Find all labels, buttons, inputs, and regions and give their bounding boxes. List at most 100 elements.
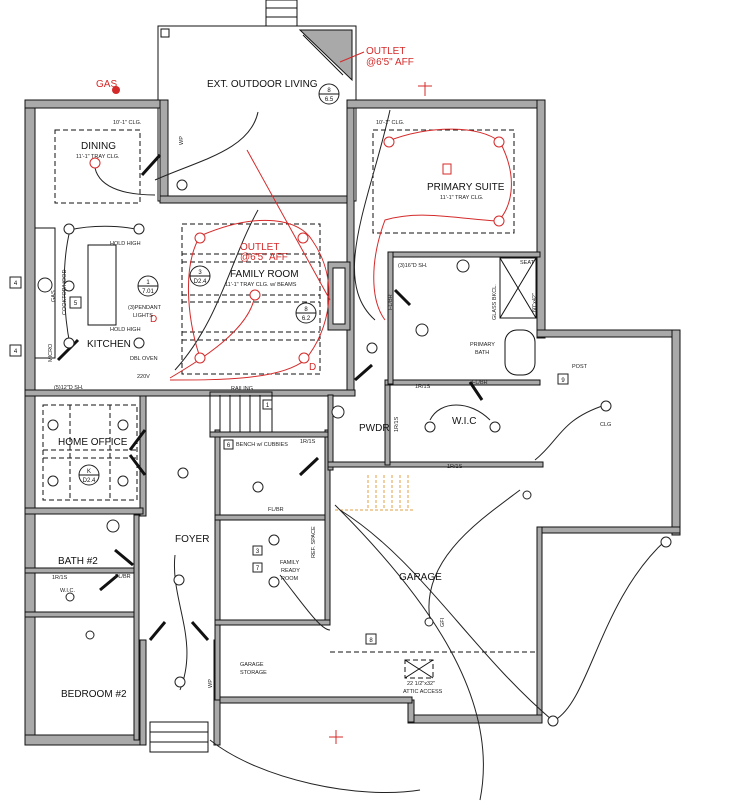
light-fixture — [47, 475, 59, 487]
keynote-tag: 9 — [561, 378, 565, 384]
room-label-kitchen: KITCHEN — [87, 339, 131, 350]
fl-br-label: FL/BR — [388, 294, 394, 310]
light-fixture — [297, 232, 309, 244]
rod-shelf-label: 1R/1S — [52, 575, 68, 581]
light-fixture — [547, 715, 559, 727]
light-fixture — [65, 592, 75, 602]
fl-br-label: FL/BR — [268, 507, 284, 513]
detail-tag-top: 8 — [304, 307, 308, 313]
note-label: HOLD HIGH — [110, 327, 141, 333]
fan-icon — [442, 163, 452, 175]
light-fixture — [89, 157, 101, 169]
front-steps — [149, 721, 209, 753]
light-fixture — [600, 400, 612, 412]
cooktop-label: COOKTOP/HOOD — [62, 270, 68, 315]
light-fixture — [383, 136, 395, 148]
light-fixture — [298, 352, 310, 364]
detail-tag: 1 7.01 — [137, 275, 159, 297]
detail-tag-top: 1 — [146, 280, 150, 286]
shower-size-label: 60"x42" — [532, 293, 538, 312]
note-label: HOLD HIGH — [110, 241, 141, 247]
light-fixture — [424, 617, 434, 627]
keynote-tag: 6 — [227, 443, 231, 449]
ceiling-note: 11'-1" TRAY CLG. — [76, 154, 120, 160]
garage-steps — [335, 475, 414, 511]
gas-label: GAS — [51, 290, 57, 302]
rear-steps — [265, 0, 298, 27]
crosshair-marker — [329, 730, 343, 744]
d-annotation: D — [309, 362, 316, 373]
doors — [56, 153, 484, 641]
light-fixture — [660, 536, 672, 548]
room-label-family-room: FAMILY ROOM — [230, 269, 299, 280]
rod-shelf-label: 1R/1S — [415, 384, 431, 390]
room-label-dining: DINING — [81, 141, 116, 152]
light-fixture — [133, 223, 145, 235]
light-fixture — [252, 481, 264, 493]
light-fixture — [133, 337, 145, 349]
light-fixtures — [37, 86, 672, 727]
rod-shelf-label: 1R/1S — [300, 439, 316, 445]
detail-tag-bottom: 7.01 — [142, 289, 154, 295]
light-fixture — [85, 630, 95, 640]
interior-stairs — [209, 391, 273, 433]
attic-access-label: ATTIC ACCESS — [403, 689, 443, 695]
detail-tag: 8 6.5 — [318, 83, 340, 105]
fl-br-label: FL/BR — [472, 380, 488, 386]
attic-access-size: 22 1/2"x32" — [407, 681, 435, 687]
keynote-tag: 8 — [369, 638, 373, 644]
detail-tags: 3 D2.4 1 7.01 8 6.2 K D2.4 8 6.5 — [78, 83, 340, 486]
fixture-labels: HOLD HIGH HOLD HIGH COOKTOP/HOOD GAS MIC… — [48, 136, 611, 688]
light-fixture — [176, 179, 188, 191]
clg-label: CLG — [600, 422, 611, 428]
shelves-label: (5)12"D SH. — [54, 385, 84, 391]
cooktop-icon — [37, 277, 53, 293]
room-labels: EXT. OUTDOOR LIVING DINING 11'-1" TRAY C… — [58, 79, 505, 700]
room-label-bedroom-2: BEDROOM #2 — [61, 689, 127, 700]
wp-label: WP — [208, 679, 214, 688]
ceiling-note: 10'-1" CLG. — [376, 120, 405, 126]
fl-br-label: FL/BR — [115, 574, 131, 580]
room-label-garage-storage: STORAGE — [240, 670, 267, 676]
light-fixture — [268, 576, 280, 588]
light-fixture — [63, 223, 75, 235]
ceiling-outlines — [34, 129, 537, 679]
detail-tag: K D2.4 — [78, 464, 100, 486]
bench-label: BENCH w/ CUBBIES — [236, 442, 288, 448]
room-label-family-ready-room: ROOM — [281, 576, 299, 582]
ceiling-note: 11'-1" TRAY CLG. — [440, 195, 484, 201]
detail-tag-bottom: 6.2 — [302, 316, 311, 322]
detail-tag: 3 D2.4 — [189, 265, 211, 287]
room-label-bath-2: BATH #2 — [58, 556, 98, 567]
outlet-annotation: @6'5" AFF — [366, 57, 414, 68]
room-label-wic: W.I.C — [452, 416, 476, 427]
light-fixture — [63, 337, 75, 349]
room-label-powder: PWDR — [359, 423, 390, 434]
ref-space-label: REF. SPACE — [311, 526, 317, 558]
room-label-primary-suite: PRIMARY SUITE — [427, 182, 505, 193]
keynote-tag: 4 — [14, 281, 18, 287]
outlet-annotation: @6'5" AFF — [240, 252, 288, 263]
room-label-garage: GARAGE — [399, 572, 442, 583]
room-label-outdoor-living: EXT. OUTDOOR LIVING — [207, 79, 318, 90]
light-fixture — [117, 475, 129, 487]
light-fixture — [194, 352, 206, 364]
room-label-primary-bath: BATH — [475, 350, 489, 356]
light-fixture — [268, 534, 280, 546]
detail-tag-bottom: D2.4 — [194, 279, 207, 285]
light-fixture — [194, 232, 206, 244]
ceiling-note: 11'-1" TRAY CLG. w/ BEAMS — [225, 282, 297, 288]
room-label-family-ready-room: READY — [281, 568, 300, 574]
railing-label: RAILING — [231, 386, 253, 392]
room-label-home-office: HOME OFFICE — [58, 437, 128, 448]
light-fixture — [489, 421, 501, 433]
sink-icon — [456, 259, 470, 273]
light-fixture — [493, 215, 505, 227]
keynote-tag: 4 — [14, 349, 18, 355]
outlet-annotation: OUTLET — [240, 242, 279, 253]
rod-shelf-label: 1R/1S — [447, 464, 463, 470]
ceiling-note: 10'-1" CLG. — [113, 120, 142, 126]
gas-annotation: GAS — [96, 79, 117, 90]
gas-outlet-icon — [112, 86, 120, 94]
